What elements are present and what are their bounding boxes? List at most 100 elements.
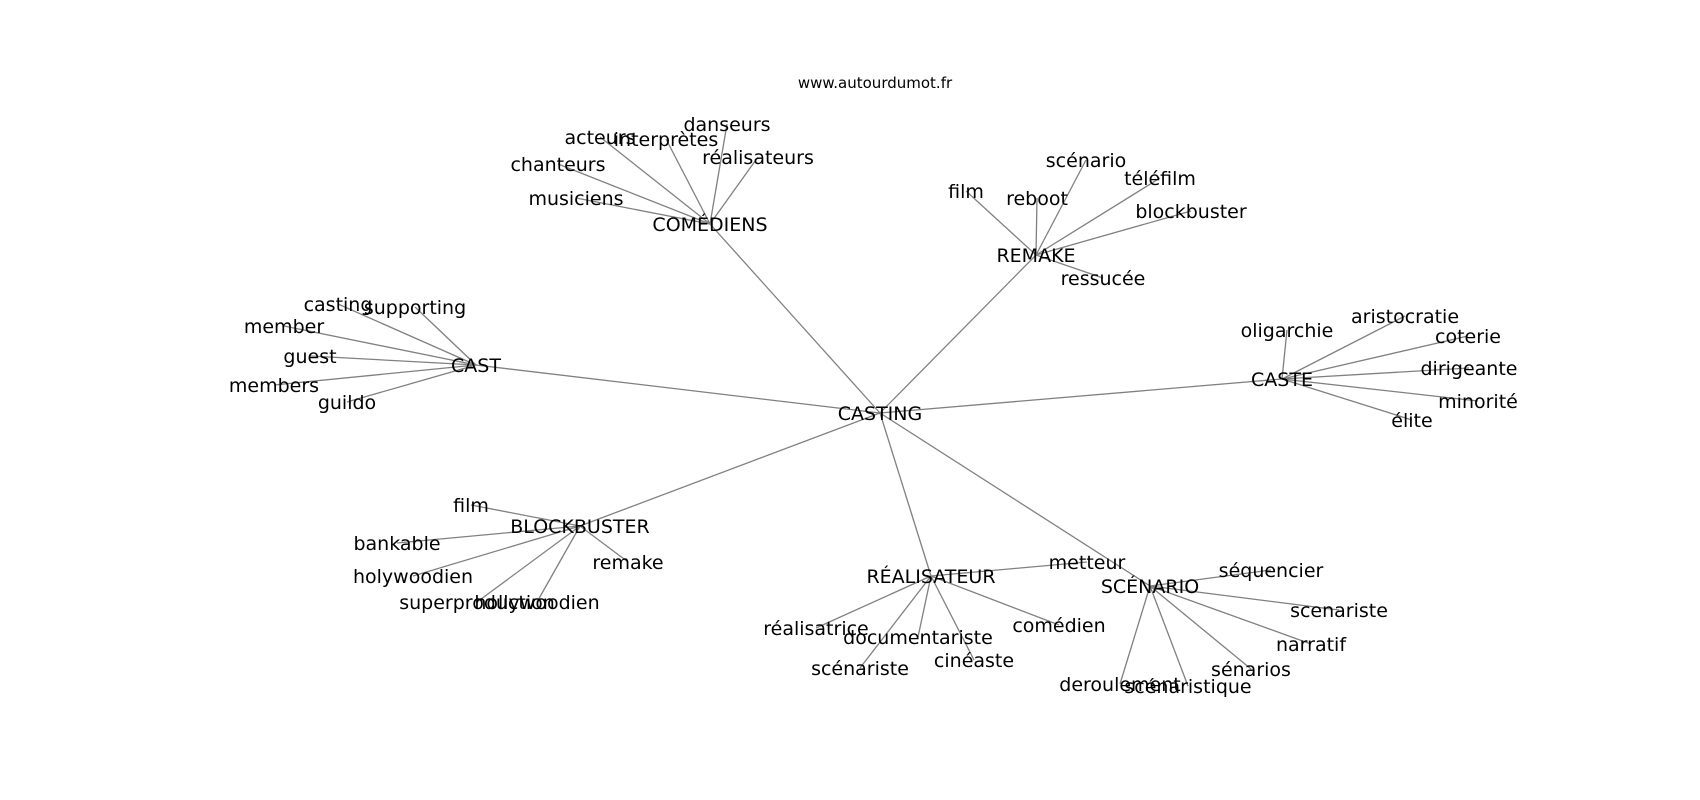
- edge-cluster-to-word: [412, 525, 581, 577]
- edge-cluster-to-word: [283, 325, 477, 366]
- word-node-label: élite: [1391, 410, 1432, 432]
- edge-cluster-to-word: [1119, 585, 1151, 685]
- word-node-label: interprètes: [614, 129, 718, 151]
- edge-cluster-to-word: [309, 355, 477, 366]
- word-node-label: supporting: [364, 297, 466, 319]
- word-node-label: oligarchie: [1241, 320, 1334, 342]
- word-node-label: scénariste: [811, 658, 909, 680]
- word-node-label: aristocratie: [1351, 306, 1459, 328]
- word-node-label: acteurs: [565, 127, 636, 149]
- word-node-label: scenariste: [1290, 600, 1388, 622]
- cluster-node-label: CAST: [451, 355, 501, 377]
- edge-cluster-to-word: [1149, 585, 1312, 645]
- edge-cluster-to-word: [396, 525, 581, 544]
- edge-cluster-to-word: [930, 575, 1060, 626]
- cluster-node-label: SCÉNARIO: [1101, 575, 1199, 598]
- word-node-label: casting: [304, 294, 373, 316]
- word-node-label: holywoodien: [353, 566, 473, 588]
- edge-center-to-cluster: [475, 364, 881, 414]
- word-node-label: danseurs: [683, 114, 770, 136]
- edge-cluster-to-word: [1035, 159, 1087, 256]
- word-node-label: musiciens: [528, 188, 623, 210]
- edge-center-to-cluster: [879, 254, 1037, 414]
- edge-cluster-to-word: [1035, 197, 1038, 256]
- edge-cluster-to-word: [476, 525, 581, 603]
- word-node-label: blockbuster: [1135, 201, 1247, 223]
- word-node-label: narratif: [1276, 634, 1347, 656]
- word-node-label: scénaristique: [1124, 676, 1251, 698]
- edge-cluster-to-word: [337, 303, 477, 366]
- edge-center-to-cluster: [579, 412, 881, 527]
- edge-cluster-to-word: [1281, 315, 1406, 380]
- source-label: www.autourdumot.fr: [798, 74, 953, 92]
- center-node-label: CASTING: [838, 403, 922, 425]
- word-node-label: scénario: [1046, 150, 1126, 172]
- word-node-label: documentariste: [843, 627, 993, 649]
- word-node-label: dirigeante: [1420, 358, 1517, 380]
- edge-cluster-to-word: [414, 306, 477, 366]
- cluster-node-label: RÉALISATEUR: [866, 565, 995, 588]
- edge-cluster-to-word: [1281, 378, 1413, 421]
- word-node-label: reboot: [1006, 188, 1068, 210]
- edge-cluster-to-word: [815, 575, 932, 629]
- word-node-label: cinéaste: [934, 650, 1014, 672]
- word-node-label: film: [948, 181, 984, 203]
- cluster-node-label: COMÉDIENS: [652, 213, 767, 236]
- cluster-node-label: BLOCKBUSTER: [510, 516, 649, 538]
- word-node-label: comédien: [1012, 615, 1105, 637]
- edges: [273, 123, 1479, 687]
- edge-cluster-to-word: [709, 123, 728, 225]
- edge-cluster-to-word: [1035, 210, 1192, 256]
- edge-cluster-to-word: [665, 138, 711, 225]
- edge-cluster-to-word: [930, 575, 975, 661]
- edge-cluster-to-word: [1281, 329, 1288, 380]
- edge-cluster-to-word: [1035, 254, 1104, 279]
- word-node-label: guildo: [318, 392, 376, 414]
- edge-cluster-to-word: [1149, 585, 1340, 611]
- edge-cluster-to-word: [1035, 177, 1161, 256]
- word-node-label: chanteurs: [510, 154, 605, 176]
- edge-cluster-to-word: [917, 575, 932, 638]
- word-node-label: ressucée: [1061, 268, 1146, 290]
- word-node-label: superproduction: [399, 592, 555, 614]
- edge-cluster-to-word: [1149, 585, 1252, 670]
- edge-cluster-to-word: [1281, 367, 1470, 380]
- cluster-node-label: REMAKE: [996, 245, 1075, 267]
- word-node-label: film: [453, 495, 489, 517]
- edge-cluster-to-word: [930, 561, 1088, 577]
- edge-center-to-cluster: [879, 412, 932, 577]
- edge-cluster-to-word: [557, 163, 711, 225]
- edge-center-to-cluster: [879, 378, 1283, 414]
- word-node-label: hollywoodien: [474, 592, 599, 614]
- edge-cluster-to-word: [536, 525, 581, 603]
- edge-cluster-to-word: [273, 364, 477, 386]
- edge-cluster-to-word: [1281, 378, 1479, 402]
- word-node-label: metteur: [1049, 552, 1126, 574]
- edge-cluster-to-word: [1149, 569, 1272, 587]
- word-node-label: guest: [283, 346, 336, 368]
- word-node-label: téléfilm: [1124, 168, 1196, 190]
- edge-cluster-to-word: [965, 190, 1037, 256]
- word-node-label: remake: [592, 552, 663, 574]
- word-node-label: members: [229, 375, 319, 397]
- edge-cluster-to-word: [579, 525, 629, 563]
- edge-cluster-to-word: [859, 575, 932, 669]
- word-node-label: minorité: [1438, 391, 1518, 413]
- edge-center-to-cluster: [879, 412, 1151, 587]
- edge-cluster-to-word: [575, 197, 711, 225]
- word-node-label: bankable: [353, 533, 440, 555]
- word-node-label: member: [244, 316, 324, 338]
- word-node-label: coterie: [1435, 326, 1501, 348]
- edge-cluster-to-word: [709, 156, 759, 225]
- word-node-label: réalisatrice: [763, 618, 869, 640]
- cluster-node-label: CASTE: [1251, 369, 1313, 391]
- edge-cluster-to-word: [1281, 335, 1469, 380]
- edge-cluster-to-word: [599, 136, 711, 225]
- edge-cluster-to-word: [1149, 585, 1189, 687]
- edge-cluster-to-word: [470, 504, 581, 527]
- edge-center-to-cluster: [709, 223, 881, 414]
- word-node-label: réalisateurs: [702, 147, 814, 169]
- word-node-label: sénarios: [1211, 659, 1291, 681]
- edge-cluster-to-word: [346, 364, 477, 403]
